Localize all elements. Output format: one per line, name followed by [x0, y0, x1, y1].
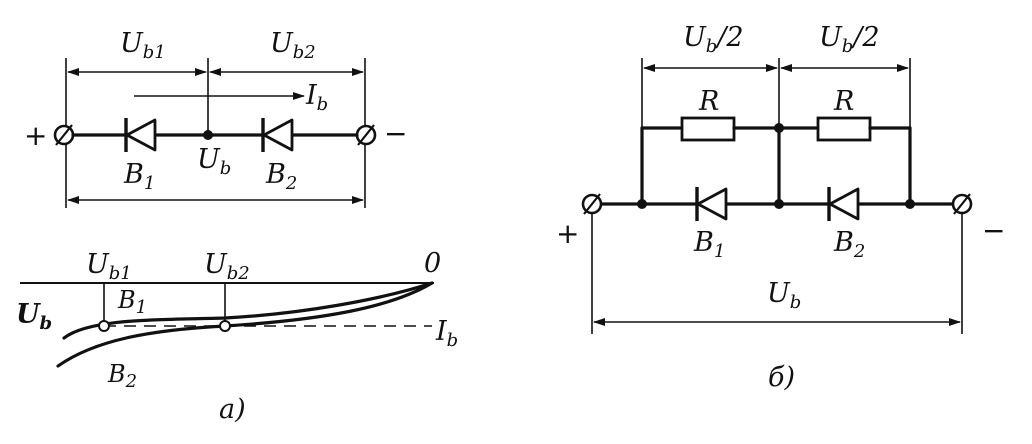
label-axis-ib: Ib [435, 316, 458, 351]
label-ib: Ib [305, 80, 328, 115]
label-curve-b2: B2 [107, 360, 137, 392]
diode-b1-a [124, 118, 157, 152]
plus-sign-a: + [24, 119, 47, 152]
label-total-ub: Ub [767, 278, 801, 313]
label-ub-mid: Ub [197, 144, 231, 179]
junction-top-mid-b [774, 123, 784, 133]
label-marker-ub1: Ub1 [86, 249, 132, 284]
label-ub1: Ub1 [120, 28, 166, 63]
label-b1-a: B1 [123, 159, 155, 194]
junction-right-b [905, 199, 915, 209]
junction-mid-b [774, 199, 784, 209]
minus-sign-a: − [384, 117, 407, 150]
label-curve-b1: B1 [117, 286, 147, 318]
junction-mid-a [203, 130, 213, 140]
label-r1: R [698, 86, 719, 117]
caption-a: а) [219, 394, 246, 425]
label-origin: 0 [424, 248, 441, 279]
label-marker-ub2: Ub2 [204, 249, 250, 284]
operating-point-b1 [98, 320, 110, 332]
label-b1-b: B1 [693, 227, 725, 262]
circuit-a: Ub1 Ub2 Ib + − B1 Ub B2 [24, 28, 407, 208]
label-r2: R [833, 86, 854, 117]
label-ub2: Ub2 [270, 28, 316, 63]
resistor-r1 [680, 116, 736, 142]
curve-b2 [56, 281, 434, 368]
caption-b: б) [768, 362, 795, 393]
label-half-left: Ub/2 [683, 22, 744, 57]
label-half-right: Ub/2 [819, 22, 880, 57]
label-axis-ub: Ub [16, 299, 52, 334]
resistor-r2 [816, 116, 872, 142]
minus-sign-b: − [982, 214, 1005, 247]
plus-sign-b: + [556, 217, 579, 250]
characteristic-a: Ub1 Ub2 0 Ub Ib B1 B2 а) [16, 248, 458, 425]
diode-b2-b [827, 187, 860, 221]
circuit-b: Ub/2 Ub/2 R R [556, 22, 1005, 393]
label-b2-a: B2 [265, 159, 297, 194]
operating-point-b2 [219, 320, 231, 332]
diode-b2-a [261, 118, 294, 152]
junction-left-b [637, 199, 647, 209]
label-b2-b: B2 [833, 227, 865, 262]
diode-b1-b [695, 187, 728, 221]
